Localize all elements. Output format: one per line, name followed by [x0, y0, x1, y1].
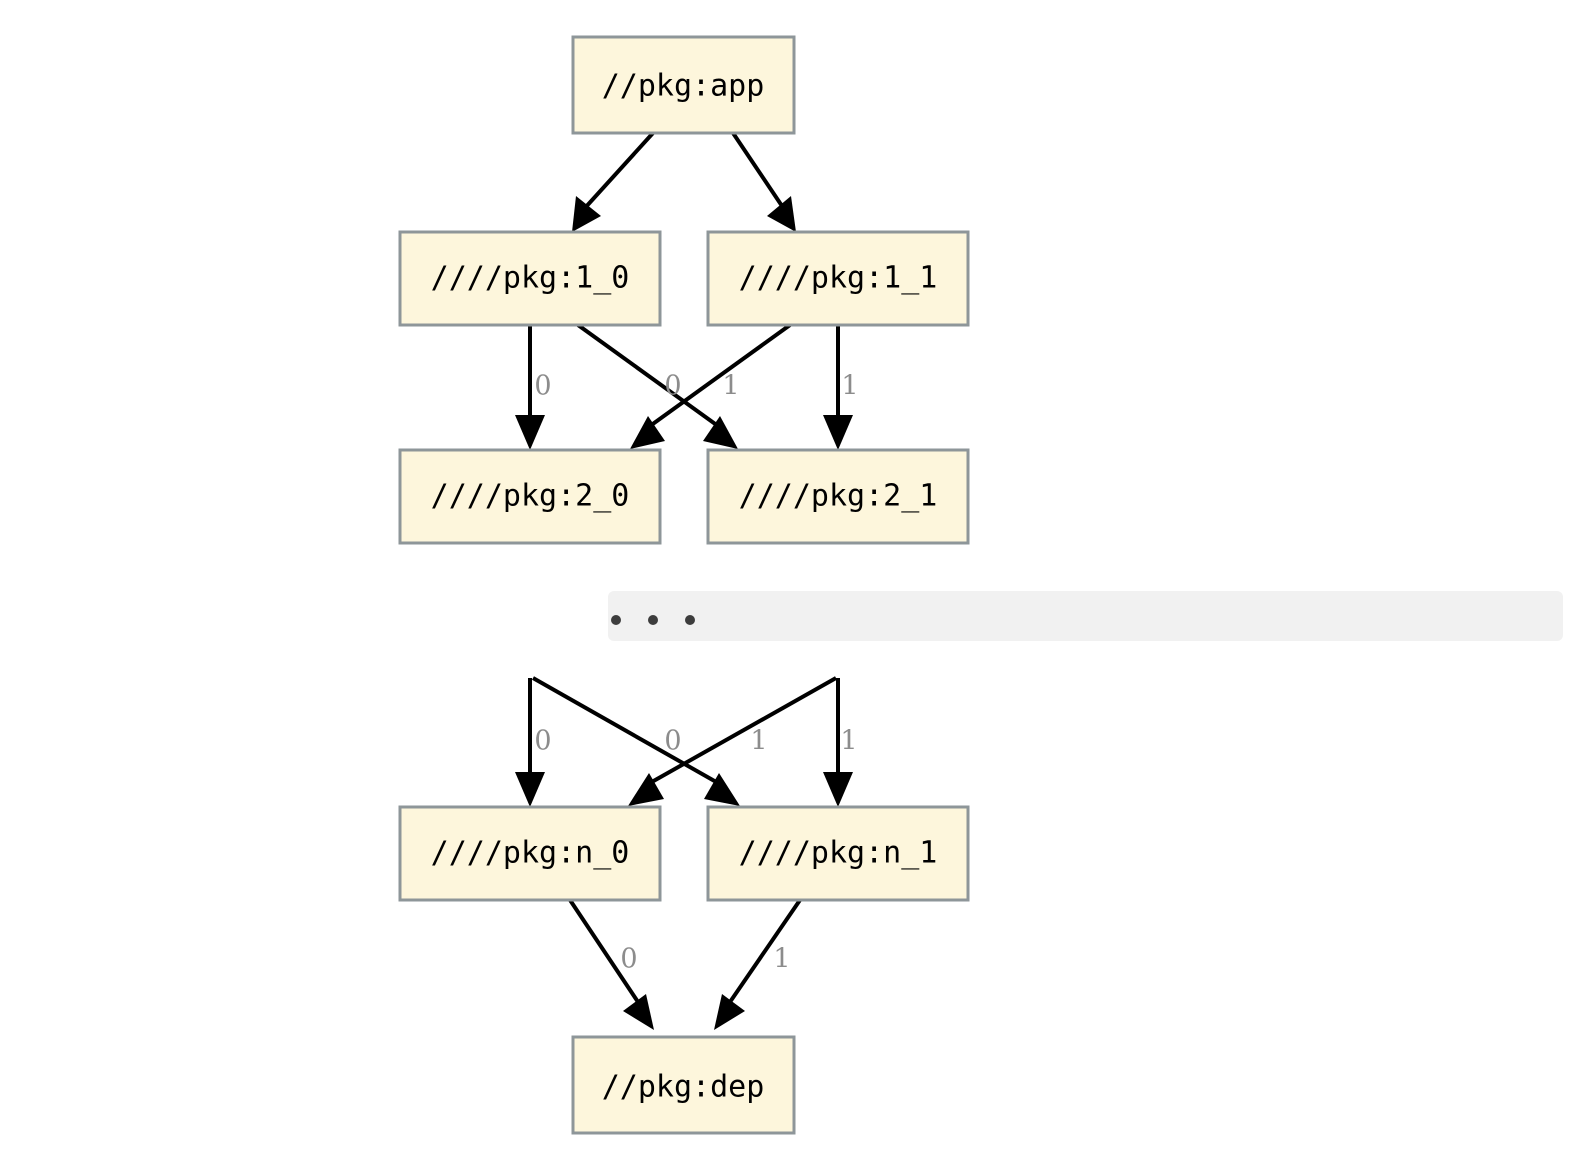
- edge-label-upper-cross-left: 0: [664, 371, 681, 402]
- node-label-pkg-dep: //pkg:dep: [602, 1070, 765, 1105]
- edge-1_0-to-2_0: [515, 325, 545, 450]
- edge-n_0-to-dep: [568, 898, 654, 1030]
- edge-truncated-to-n_0: [515, 678, 545, 807]
- edge-truncated-to-n_1: [532, 676, 740, 806]
- edge-label-lower-right-straight: 1: [840, 726, 857, 757]
- edge-label-lower-cross-left: 0: [664, 726, 681, 757]
- edge-n_1-to-dep: [714, 898, 802, 1030]
- ellipsis-dot-3: [685, 615, 695, 625]
- node-pkg-n_0[interactable]: ////pkg:n_0: [398, 805, 662, 902]
- node-pkg-n_1[interactable]: ////pkg:n_1: [706, 805, 970, 902]
- node-label-pkg-1_0: ////pkg:1_0: [431, 261, 630, 296]
- edge-label-lower-left-straight: 0: [534, 726, 551, 757]
- node-label-pkg-app: //pkg:app: [602, 69, 765, 104]
- ellipsis-band: [608, 591, 1563, 641]
- edge-label-upper-cross-right: 1: [722, 371, 739, 402]
- edge-truncated-cross-to-n_0: [628, 676, 837, 806]
- node-label-pkg-n_0: ////pkg:n_0: [431, 836, 630, 871]
- node-label-pkg-2_1: ////pkg:2_1: [739, 479, 938, 514]
- node-pkg-dep[interactable]: //pkg:dep: [571, 1035, 796, 1135]
- node-label-pkg-2_0: ////pkg:2_0: [431, 479, 630, 514]
- edge-app-to-1_0: [572, 131, 655, 232]
- ellipsis-dot-2: [648, 615, 658, 625]
- edge-truncated-to-n_1-straight: [823, 678, 853, 807]
- edge-label-upper-left-straight: 0: [534, 371, 551, 402]
- node-pkg-1_0[interactable]: ////pkg:1_0: [398, 230, 662, 327]
- node-pkg-2_0[interactable]: ////pkg:2_0: [398, 448, 662, 545]
- edge-label-dep-right: 1: [773, 944, 790, 975]
- edge-1_0-to-2_1: [576, 323, 738, 449]
- edge-1_1-to-2_1: [823, 325, 853, 450]
- edge-label-dep-left: 0: [620, 944, 637, 975]
- edge-1_1-to-2_0: [630, 323, 792, 449]
- node-pkg-2_1[interactable]: ////pkg:2_1: [706, 448, 970, 545]
- ellipsis-dot-1: [611, 615, 621, 625]
- node-label-pkg-n_1: ////pkg:n_1: [739, 836, 938, 871]
- edge-app-to-1_1: [731, 131, 796, 232]
- node-label-pkg-1_1: ////pkg:1_1: [739, 261, 938, 296]
- edge-label-upper-right-straight: 1: [841, 371, 858, 402]
- edge-label-lower-cross-right: 1: [750, 726, 767, 757]
- node-pkg-1_1[interactable]: ////pkg:1_1: [706, 230, 970, 327]
- node-pkg-app[interactable]: //pkg:app: [571, 35, 796, 135]
